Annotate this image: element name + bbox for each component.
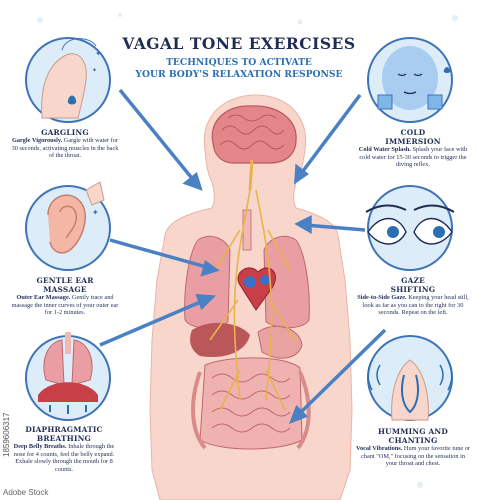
stock-logo: Adobe Stock [3,488,49,497]
subtitle-line-1: TECHNIQUES TO ACTIVATE [166,57,312,68]
ear-massage-lead: Outer Ear Massage. [16,294,71,301]
ear-massage-text: Gently trace and massage the inner curve… [11,294,119,317]
cold-immersion-lead: Cold Water Splash. [358,146,411,153]
cold-immersion-title: COLD IMMERSION [356,128,470,146]
vagus-nerve [209,189,296,411]
gaze-shifting-block: GAZE SHIFTING Side-to-Side Gaze. Keeping… [356,276,470,317]
diaphragmatic-title: DIAPHRAGMATIC BREATHING [8,425,120,443]
cold-immersion-illustration [367,37,453,123]
gargling-block: GARGLING Gargle Vigorously. Gargle with … [10,128,120,160]
humming-lead: Vocal Vibrations. [356,445,403,452]
gaze-shifting-text: Keeping your head still, look as far as … [362,294,469,317]
humming-description: Vocal Vibrations. Hum your favorite tune… [356,445,470,468]
cold-immersion-block: COLD IMMERSION Cold Water Splash. Splash… [356,128,470,169]
gaze-shifting-title-line1: GAZE [401,276,425,285]
gaze-shifting-illustration [365,185,455,271]
ear-massage-title-line1: GENTLE EAR [36,276,94,285]
ear-massage-block: GENTLE EAR MASSAGE Outer Ear Massage. Ge… [10,276,120,317]
diaphragmatic-title-line2: BREATHING [36,434,92,443]
page-title: VAGAL TONE EXERCISES [122,34,356,53]
heart [237,267,276,311]
ear-massage-title: GENTLE EAR MASSAGE [10,276,120,294]
background-dots [37,13,458,488]
humming-block: HUMMING AND CHANTING Vocal Vibrations. H… [356,427,470,468]
ear-massage-title-line2: MASSAGE [43,285,87,294]
gargling-description: Gargle Vigorously. Gargle with water for… [10,137,120,160]
cold-immersion-title-line1: COLD [400,128,426,137]
diaphragmatic-block: DIAPHRAGMATIC BREATHING Deep Belly Breat… [8,425,120,474]
diaphragm-illustration [25,332,111,421]
humming-illustration [367,335,453,421]
cold-immersion-text: Splash your face with cold water for 15-… [359,146,468,169]
brain [211,105,297,191]
gargling-title: GARGLING [41,128,89,137]
gargling-text: Gargle with water for 30 seconds, activa… [11,137,119,160]
diaphragmatic-title-line1: DIAPHRAGMATIC [25,425,103,434]
ear-massage-illustration: ✦ [25,181,111,271]
svg-text:✦: ✦ [92,208,99,217]
gargling-illustration: ✦ ✦ [25,37,111,123]
gaze-shifting-lead: Side-to-Side Gaze. [357,294,407,301]
gaze-shifting-description: Side-to-Side Gaze. Keeping your head sti… [356,294,470,317]
diaphragmatic-text: Inhale through the nose for 4 counts, fe… [13,443,115,474]
svg-text:✦: ✦ [92,67,97,74]
gaze-shifting-title-line2: SHIFTING [390,285,436,294]
cold-immersion-description: Cold Water Splash. Splash your face with… [356,146,470,169]
subtitle-line-2: YOUR BODY'S RELAXATION RESPONSE [135,69,343,80]
humming-text: Hum your favorite tune or chant "OM," fo… [361,445,470,468]
arrows [99,88,387,425]
gargling-lead: Gargle Vigorously. [11,137,63,144]
diaphragmatic-description: Deep Belly Breaths. Inhale through the n… [8,443,120,474]
diaphragmatic-lead: Deep Belly Breaths. [13,443,67,450]
page-subtitle: TECHNIQUES TO ACTIVATE YOUR BODY'S RELAX… [0,57,478,81]
gaze-shifting-title: GAZE SHIFTING [356,276,470,294]
stock-image-id: 1859606317 [2,412,11,458]
cold-immersion-title-line2: IMMERSION [385,137,441,146]
humming-title: HUMMING AND CHANTING [378,427,448,445]
svg-text:✦: ✦ [95,49,102,58]
ear-massage-description: Outer Ear Massage. Gently trace and mass… [10,294,120,317]
